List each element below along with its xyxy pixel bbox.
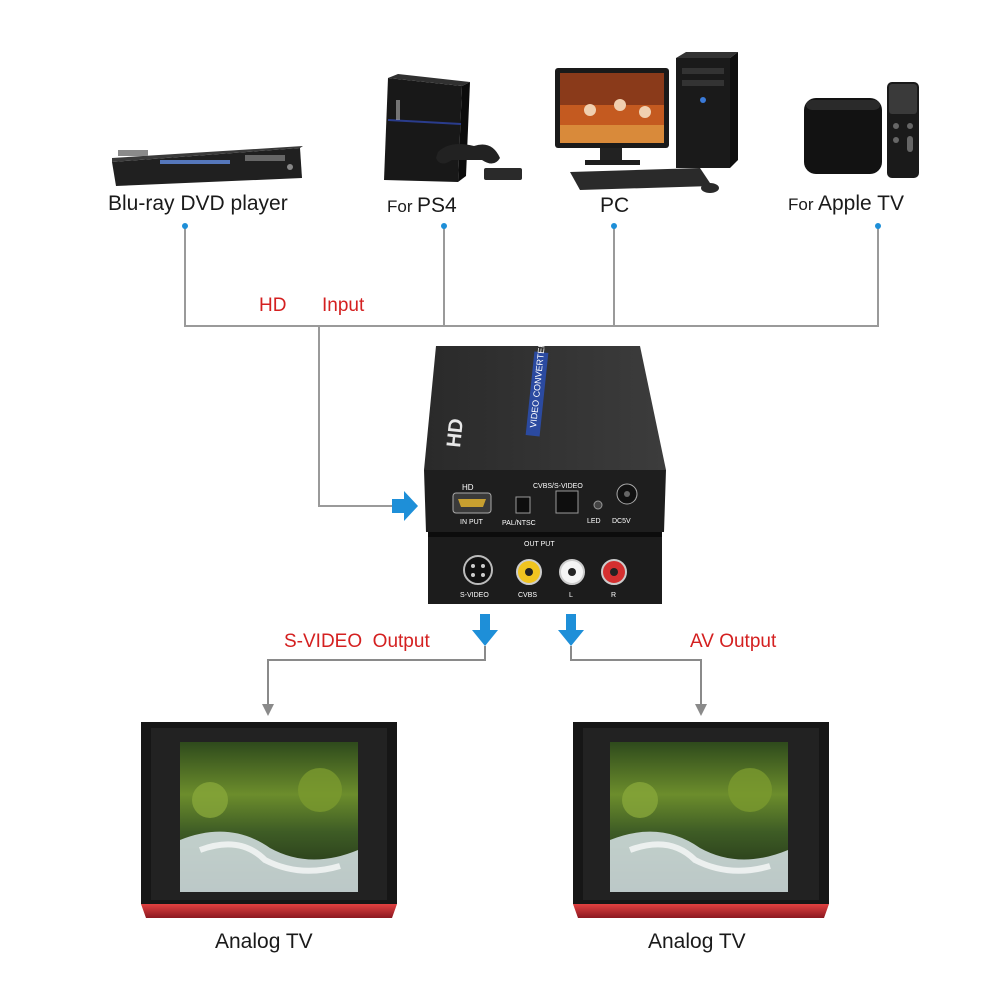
right-audio-label: R	[611, 592, 616, 599]
tv1-arrowhead	[262, 704, 274, 716]
analog-tv-icon	[141, 722, 397, 918]
source-name-ps4: PS4	[416, 194, 457, 217]
svideo-port-label: S-VIDEO	[460, 592, 489, 599]
apple-tv-icon	[804, 82, 919, 178]
left-audio-label: L	[569, 592, 573, 599]
source-label-ps4: For PS4	[387, 194, 457, 218]
source-label-pc: PC	[600, 194, 630, 217]
analog-tv-icon	[573, 722, 829, 918]
svideo-output-arrow	[472, 614, 498, 646]
input-connector-lines	[184, 226, 879, 507]
av-output-label: AV Output	[690, 631, 777, 652]
power-label: DC5V	[612, 518, 631, 525]
hd-input-label-part1: HD	[259, 295, 287, 316]
av-output-arrow	[558, 614, 584, 646]
output-mode-label: CVBS/S-VIDEO	[533, 483, 583, 490]
ps4-console-icon	[384, 74, 522, 182]
tv2-label: Analog TV	[648, 930, 746, 953]
tv2-arrowhead	[695, 704, 707, 716]
input-port-label: IN PUT	[460, 519, 484, 526]
video-converter-device: HD VIDEO CONVERTER HD IN PUT PAL/NTSC CV…	[424, 340, 666, 604]
source-prefix-ps4: For	[387, 197, 413, 216]
output-connector-lines	[267, 646, 702, 706]
source-prefix-appletv: For	[788, 195, 814, 214]
tv1-label: Analog TV	[215, 930, 313, 953]
source-label-bluray: Blu-ray DVD player	[108, 192, 288, 215]
bluray-player-icon	[112, 146, 303, 186]
hd-input-label-part2: Input	[322, 295, 365, 316]
source-name-appletv: Apple TV	[817, 192, 904, 215]
source-port-dots	[182, 223, 881, 229]
led-label: LED	[587, 518, 601, 525]
pal-ntsc-label: PAL/NTSC	[502, 520, 536, 527]
hdmi-port-label: HD	[462, 483, 474, 492]
desktop-pc-icon	[555, 52, 738, 193]
cvbs-port-label: CVBS	[518, 592, 537, 599]
svideo-output-label: S-VIDEO Output	[284, 631, 430, 652]
source-label-appletv: For Apple TV	[788, 192, 904, 216]
input-arrow	[392, 491, 418, 521]
converter-logo: HD	[443, 417, 468, 448]
output-panel-label: OUT PUT	[524, 541, 555, 548]
